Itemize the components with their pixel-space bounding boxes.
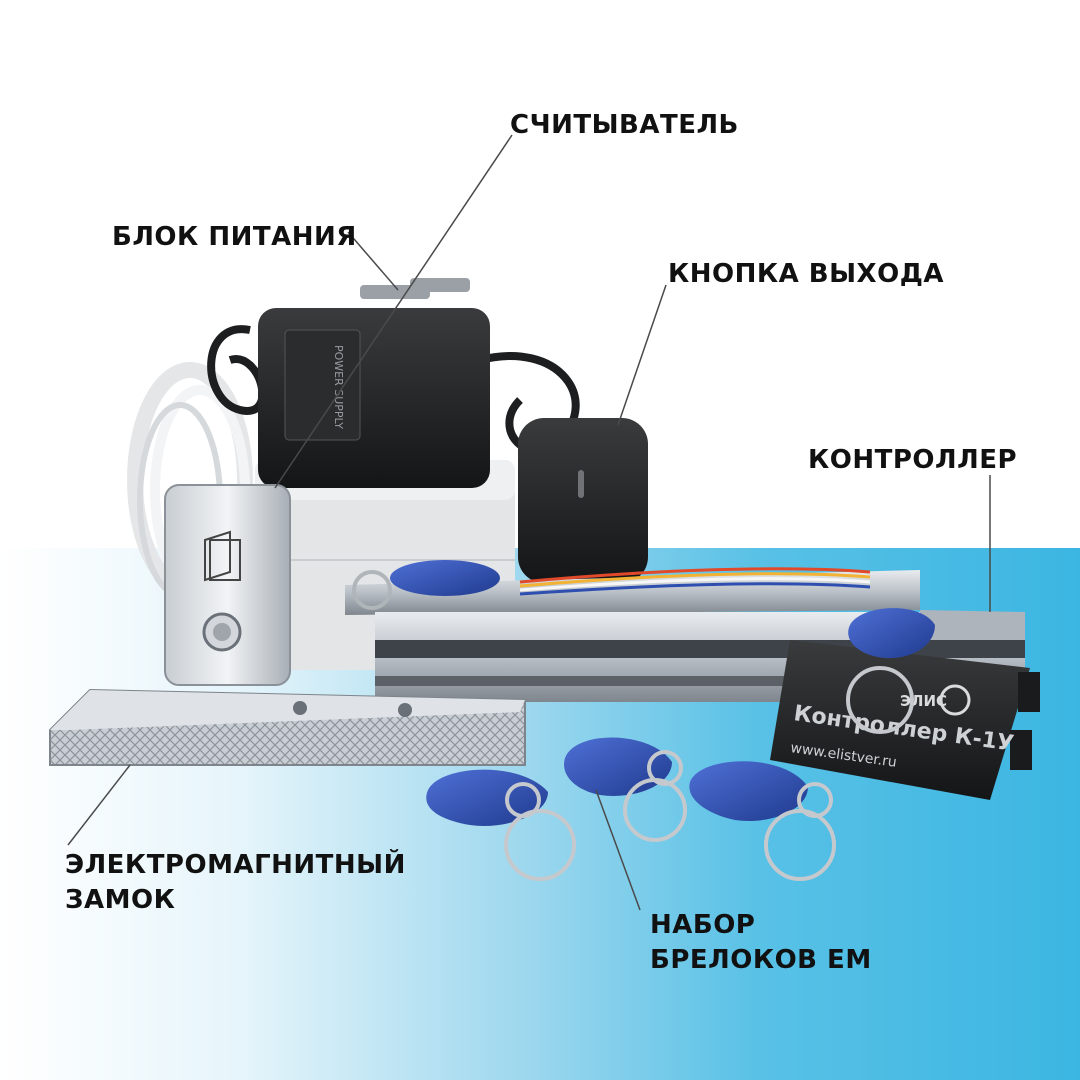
card-reader: [518, 418, 648, 583]
label-reader: СЧИТЫВАТЕЛЬ: [510, 110, 739, 140]
keyfob-bottom-center: [564, 737, 687, 842]
power-adapter: POWER SUPPLY: [258, 278, 490, 488]
armature-plate: [49, 688, 526, 766]
label-exit-button: КНОПКА ВЫХОДА: [668, 259, 944, 289]
label-controller: КОНТРОЛЛЕР: [808, 445, 1018, 475]
controller-brand-text: ЭЛИС: [900, 692, 947, 710]
keyfob-on-controller: [846, 608, 935, 734]
label-electromagnetic-lock: ЭЛЕКТРОМАГНИТНЫЙ ЗАМОК: [65, 848, 406, 918]
label-keyfobs-line2: БРЕЛОКОВ EM: [650, 945, 872, 976]
exit-button-plate: [164, 484, 291, 686]
leader-lines: [67, 134, 991, 911]
keyfob-top-left: [352, 560, 500, 610]
label-lock-line2: ЗАМОК: [65, 885, 176, 916]
label-lock-line1: ЭЛЕКТРОМАГНИТНЫЙ: [65, 850, 406, 880]
label-keyfob-set: НАБОР БРЕЛОКОВ EM: [650, 908, 872, 978]
controller-box: ЭЛИС Контроллер К-1У www.elistver.ru: [770, 640, 1040, 800]
label-keyfobs-line1: НАБОР: [650, 910, 756, 940]
label-power-supply: БЛОК ПИТАНИЯ: [112, 222, 357, 252]
adapter-label-text: POWER SUPPLY: [332, 345, 345, 429]
lock-wires: [519, 567, 871, 596]
keyfob-bottom-left: [426, 769, 576, 881]
keyfob-bottom-right: [689, 761, 836, 881]
